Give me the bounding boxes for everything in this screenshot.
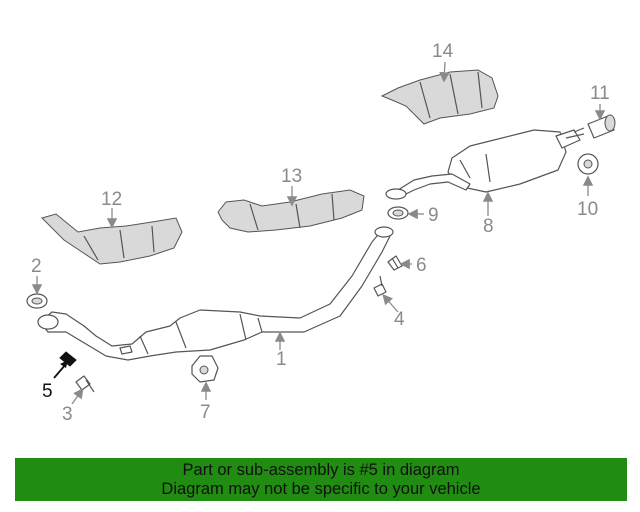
banner-line-part-info: Part or sub-assembly is #5 in diagram <box>182 461 460 479</box>
part-12-heat-insulator[interactable] <box>41 213 183 265</box>
callout-12: 12 <box>101 189 122 210</box>
exhaust-system-diagram: 14 11 10 8 9 6 4 13 12 2 1 7 3 5 <box>26 41 616 425</box>
callout-2: 2 <box>31 256 42 277</box>
callout-6: 6 <box>416 255 427 276</box>
callout-11: 11 <box>590 83 610 104</box>
banner-line-disclaimer: Diagram may not be specific to your vehi… <box>161 480 481 498</box>
callout-10: 10 <box>577 199 598 220</box>
callout-8: 8 <box>483 216 494 237</box>
part-11-tail-pipe-tip[interactable] <box>587 114 616 139</box>
part-14-heat-insulator[interactable] <box>380 69 499 125</box>
info-banner: Part or sub-assembly is #5 in diagram Di… <box>15 458 627 501</box>
callout-5-highlighted: 5 <box>42 381 53 402</box>
callout-14: 14 <box>432 41 454 62</box>
callout-13: 13 <box>281 166 302 187</box>
part-9-gasket[interactable] <box>387 206 409 220</box>
part-1-exhaust-pipe-assembly[interactable] <box>37 226 394 361</box>
leader-lines <box>31 61 606 405</box>
part-10-exhaust-hanger[interactable] <box>577 153 599 175</box>
part-7-exhaust-hanger[interactable] <box>191 355 219 383</box>
part-6-spring-bolt[interactable] <box>387 255 403 271</box>
part-2-gasket[interactable] <box>26 293 48 309</box>
callout-9: 9 <box>428 205 439 226</box>
callout-4: 4 <box>394 309 405 330</box>
callout-numbers: 14 11 10 8 9 6 4 13 12 2 1 7 3 5 <box>31 41 610 425</box>
callout-3: 3 <box>62 404 73 425</box>
part-13-heat-insulator[interactable] <box>217 189 365 233</box>
part-3-bolt[interactable] <box>75 375 95 393</box>
callout-1: 1 <box>276 349 287 370</box>
part-8-tail-pipe-muffler[interactable] <box>385 127 585 200</box>
callout-7: 7 <box>200 402 211 423</box>
part-4-bolt[interactable] <box>373 275 387 297</box>
